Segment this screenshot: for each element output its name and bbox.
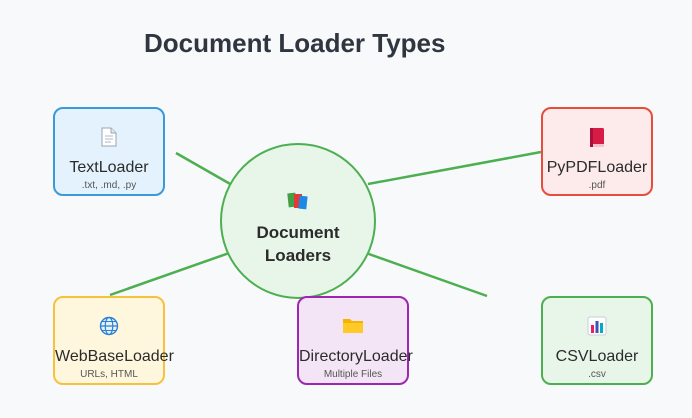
node-textloader: TextLoader .txt, .md, .py (53, 107, 165, 196)
node-label: WebBaseLoader (55, 348, 174, 365)
globe-icon (55, 316, 163, 338)
bar-chart-icon (543, 316, 651, 338)
connector-csvloader (365, 251, 488, 298)
node-sublabel: Multiple Files (323, 369, 383, 380)
center-label-line2: Loaders (264, 246, 332, 265)
center-node-document-loaders: Document Loaders (220, 143, 376, 299)
center-label: Document Loaders (222, 221, 374, 267)
node-pypdfloader: PyPDFLoader .pdf (541, 107, 653, 196)
node-label: PyPDFLoader (546, 159, 648, 176)
books-icon (222, 191, 374, 211)
node-sublabel: .pdf (588, 180, 606, 191)
node-label: DirectoryLoader (299, 348, 413, 365)
node-sublabel: URLs, HTML (80, 369, 138, 380)
node-label: TextLoader (69, 159, 149, 176)
connector-pypdfloader (367, 150, 542, 186)
connector-webbaseloader (109, 250, 233, 297)
connector-textloader (175, 151, 233, 187)
node-sublabel: .csv (588, 369, 606, 380)
node-label: CSVLoader (555, 348, 639, 365)
diagram-title: Document Loader Types (144, 28, 446, 58)
node-csvloader: CSVLoader .csv (541, 296, 653, 385)
node-directoryloader: DirectoryLoader Multiple Files (297, 296, 413, 385)
red-book-icon (543, 127, 651, 149)
node-webbaseloader: WebBaseLoader URLs, HTML (53, 296, 174, 385)
folder-icon (299, 316, 407, 338)
node-sublabel: .txt, .md, .py (81, 180, 137, 191)
center-label-line1: Document (256, 223, 340, 242)
text-file-icon (55, 127, 163, 149)
